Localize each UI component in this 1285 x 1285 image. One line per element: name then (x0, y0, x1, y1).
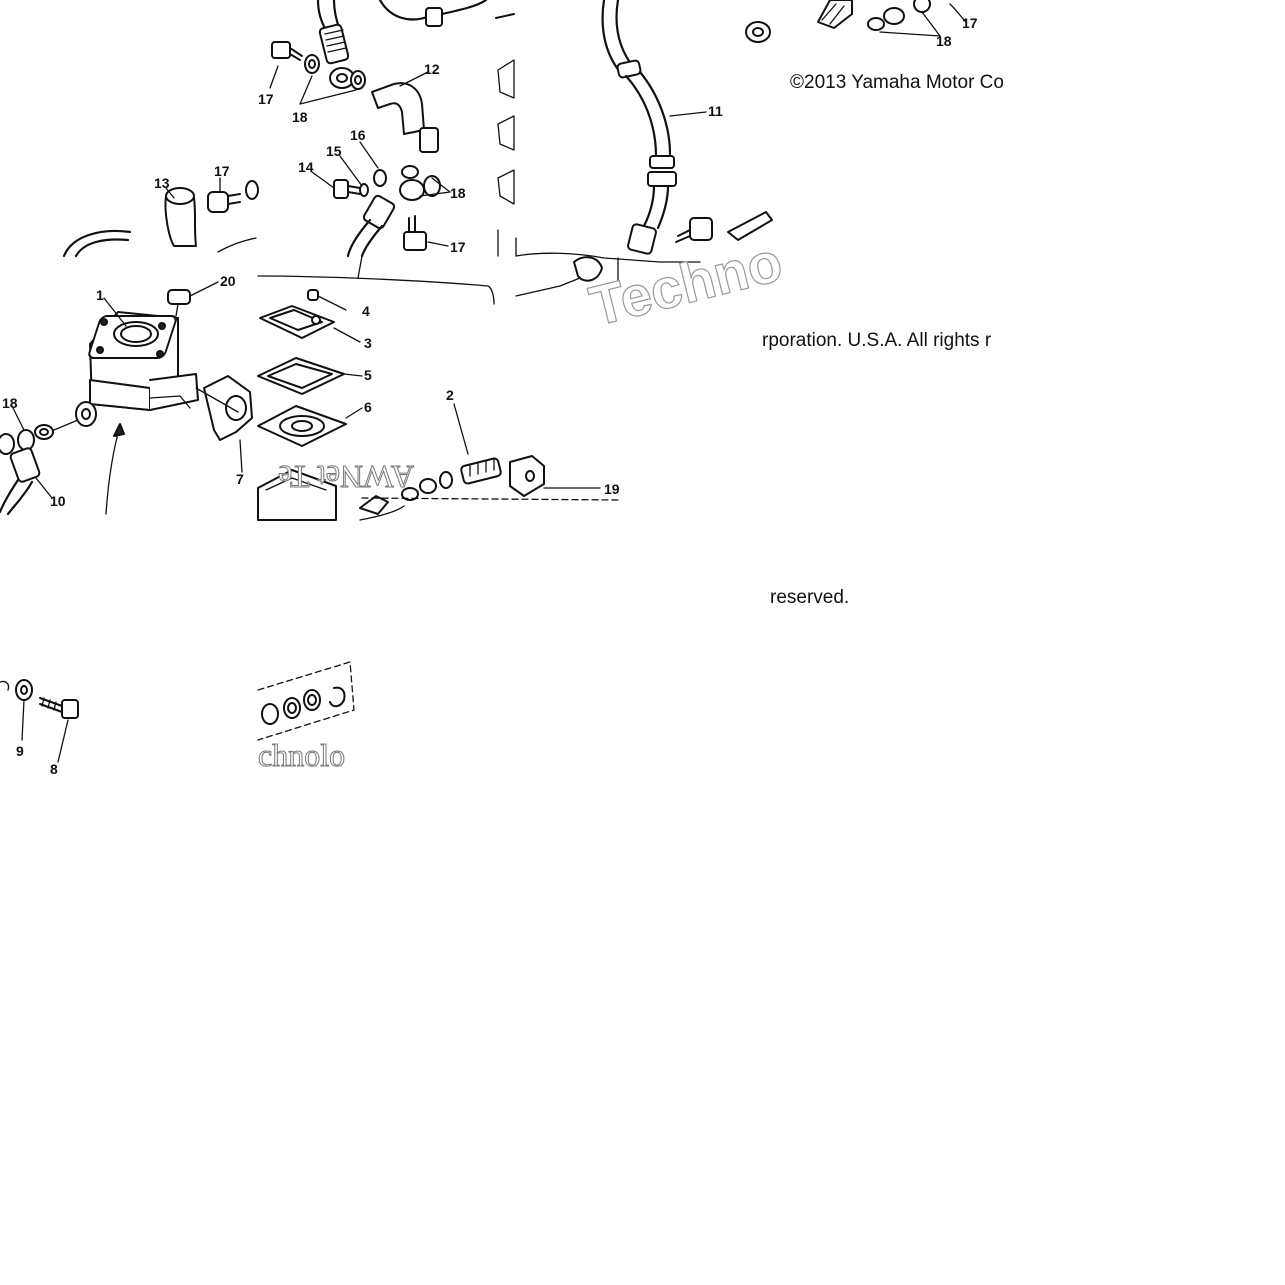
callout-7: 7 (236, 471, 244, 487)
callout-1: 1 (96, 287, 104, 303)
watermark-text-a: Techno (584, 229, 788, 337)
callout-4: 4 (362, 303, 370, 319)
watermark-text-c: chnolo (258, 737, 345, 773)
copyright-line-3: reserved. (770, 587, 850, 608)
watermark-text-b: AWNet Te (278, 459, 414, 495)
callout-3: 3 (364, 335, 372, 351)
callout-17-c: 17 (450, 239, 466, 255)
callout-18-c: 18 (2, 395, 18, 411)
tile-seal-kit (257, 661, 355, 741)
callout-17-b: 17 (214, 163, 230, 179)
callout-9: 9 (16, 743, 24, 759)
tile-brake-hose (515, 0, 773, 297)
callout-13: 13 (154, 175, 170, 191)
callout-11: 11 (708, 103, 723, 119)
callout-14: 14 (298, 159, 314, 175)
callout-16: 16 (350, 127, 366, 143)
tile-banjo-fittings (269, 0, 515, 258)
callout-labels: 1 2 3 4 5 6 7 8 9 10 11 12 13 14 15 16 1… (2, 15, 978, 777)
callout-20: 20 (220, 273, 236, 289)
tile-piston-kit (257, 255, 621, 521)
copyright-line-2: rporation. U.S.A. All rights r (762, 330, 992, 351)
callout-18-a: 18 (292, 109, 308, 125)
callout-18-d: 18 (936, 33, 952, 49)
callout-17-a: 17 (258, 91, 274, 107)
callout-2: 2 (446, 387, 454, 403)
callout-15: 15 (326, 143, 342, 159)
tile-reservoir-cap (62, 177, 259, 258)
callout-18-b: 18 (450, 185, 466, 201)
tile-mounting-bolt (0, 679, 79, 763)
callout-10: 10 (50, 493, 66, 509)
callout-6: 6 (364, 399, 372, 415)
callout-8: 8 (50, 761, 58, 777)
callout-17-d: 17 (962, 15, 978, 31)
tile-master-cylinder (0, 281, 253, 516)
callout-12: 12 (424, 61, 440, 77)
copyright-line-1: ©2013 Yamaha Motor Co (790, 72, 1004, 93)
callout-19: 19 (604, 481, 620, 497)
tile-top-right-parts (745, 0, 967, 43)
callout-5: 5 (364, 367, 372, 383)
